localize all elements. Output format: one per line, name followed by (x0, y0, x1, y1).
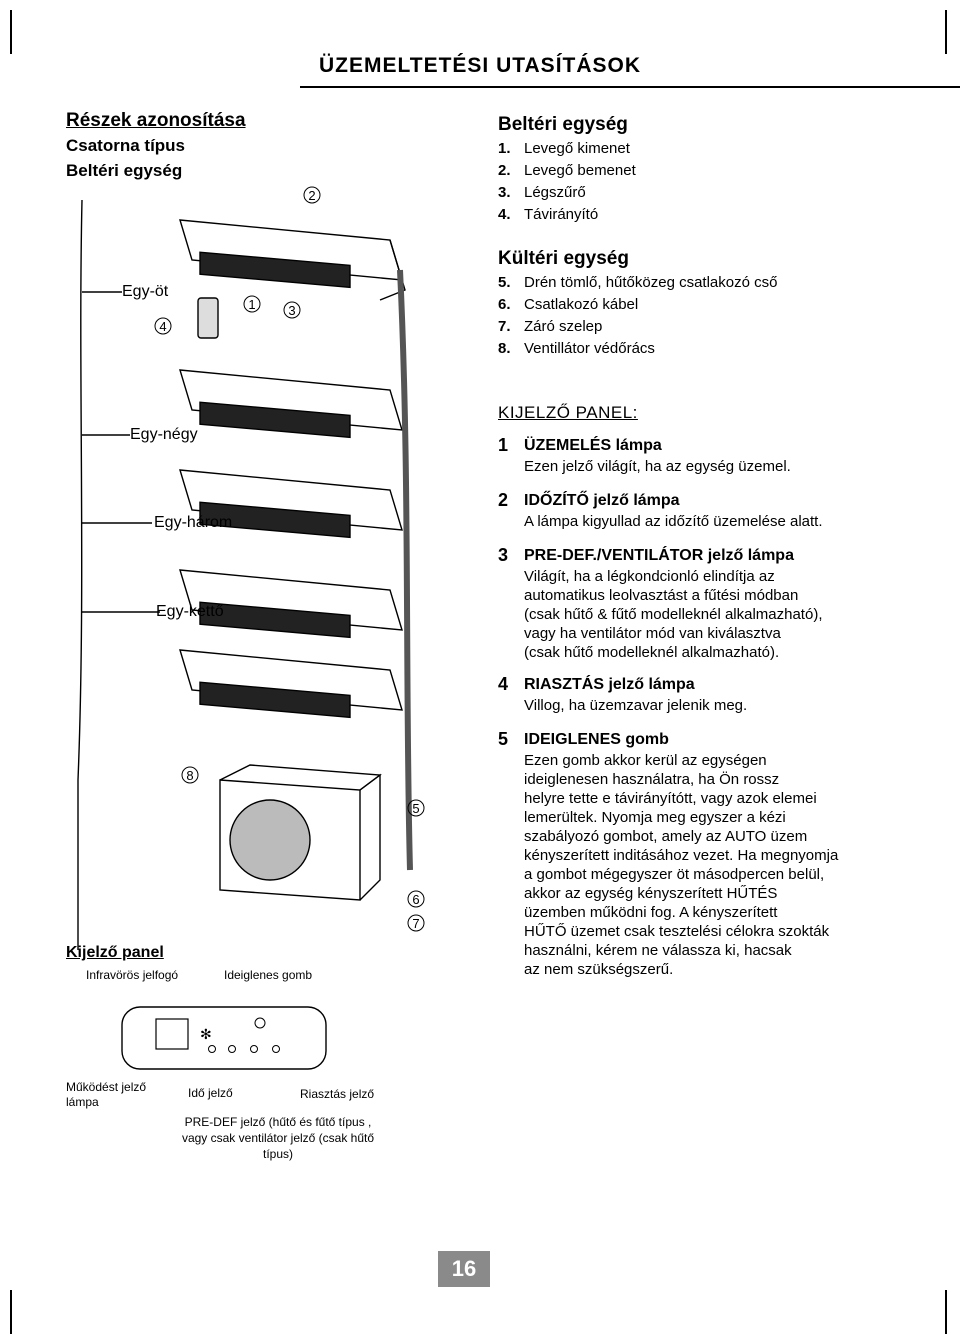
callout-6: 6 (407, 890, 425, 908)
label-egy-harom: Egy-három (154, 514, 233, 531)
callout-label: 3 (288, 303, 295, 318)
callout-label: 2 (308, 188, 315, 203)
temp-button-dot (254, 1017, 266, 1029)
section-heading: Részek azonosítása (66, 110, 246, 131)
callout-3: 3 (283, 301, 301, 319)
temp-button-label: Ideiglenes gomb (224, 968, 313, 982)
timer-label: Idő jelző (188, 1086, 233, 1100)
panel-title: KIJELZŐ PANEL: (498, 403, 638, 422)
lamp-item-2: 2 IDŐZÍTŐ jelző lámpa A lámpa kigyullad … (498, 490, 823, 530)
indoor-list: 1.Levegő kimenet 2.Levegő bemenet 3.Légs… (498, 138, 636, 226)
page-title: ÜZEMELTETÉSI UTASÍTÁSOK (318, 54, 642, 77)
crop-mark (945, 1290, 947, 1334)
list-item: 8.Ventillátor védőrács (498, 340, 655, 357)
predef-lamp-dot (250, 1045, 258, 1053)
callout-label: 5 (412, 801, 419, 816)
list-item: 3.Légszűrő (498, 184, 586, 201)
unit-diagram: 2 1 3 4 8 5 6 7 (77, 186, 425, 950)
remote-control (197, 297, 219, 339)
infrared-receiver (155, 1018, 189, 1050)
display-panel: ✻ (121, 1006, 327, 1070)
list-item: 1.Levegő kimenet (498, 140, 630, 157)
callout-4: 4 (154, 317, 172, 335)
header-rule (300, 86, 960, 88)
indoor-unit (179, 469, 403, 539)
infrared-label: Infravörös jelfogó (86, 968, 179, 982)
crop-mark (945, 10, 947, 54)
callout-label: 1 (248, 297, 255, 312)
callout-5: 5 (407, 799, 425, 817)
crop-mark (10, 10, 12, 54)
lamp-item-5: 5 IDEIGLENES gomb Ezen gomb akkor kerül … (498, 729, 839, 978)
list-item: 4.Távirányító (498, 206, 599, 223)
callout-7: 7 (407, 914, 425, 932)
section-subheading: Beltéri egység (66, 161, 183, 180)
timer-lamp-dot (228, 1045, 236, 1053)
label-egy-ketto: Egy-kettő (156, 603, 224, 620)
indoor-unit (179, 219, 406, 301)
predef-label: PRE-DEF jelző (hűtő és fűtő típus , vagy… (181, 1115, 375, 1161)
callout-1: 1 (243, 295, 261, 313)
outdoor-title: Kültéri egység (498, 248, 629, 269)
outdoor-list: 5.Drén tömlő, hűtőközeg csatlakozó cső 6… (498, 272, 777, 360)
operation-lamp-label: Működést jelző lámpa (66, 1080, 147, 1109)
alarm-lamp-dot (272, 1045, 280, 1053)
kijelzo-title: Kijelző panel (66, 944, 164, 961)
indoor-unit (179, 569, 403, 639)
indoor-unit (179, 649, 403, 719)
list-item: 2.Levegő bemenet (498, 162, 636, 179)
alarm-label: Riasztás jelző (300, 1087, 375, 1101)
page-number: 16 (438, 1251, 490, 1287)
callout-2: 2 (303, 186, 321, 204)
lamp-item-3: 3 PRE-DEF./VENTILÁTOR jelző lámpa Világí… (498, 545, 823, 661)
callout-label: 4 (159, 319, 166, 334)
section-subheading: Csatorna típus (66, 136, 186, 155)
callout-label: 6 (412, 892, 419, 907)
snowflake-icon: ✻ (200, 1027, 212, 1043)
list-item: 7.Záró szelep (498, 318, 603, 335)
indoor-title: Beltéri egység (498, 114, 628, 135)
operation-lamp-dot (208, 1045, 216, 1053)
callout-8: 8 (181, 766, 199, 784)
lamp-item-4: 4 RIASZTÁS jelző lámpa Villog, ha üzemza… (498, 674, 748, 714)
callout-label: 8 (186, 768, 193, 783)
label-egy-negy: Egy-négy (130, 426, 198, 443)
list-item: 5.Drén tömlő, hűtőközeg csatlakozó cső (498, 274, 778, 291)
outdoor-unit (219, 764, 382, 901)
crop-mark (10, 1290, 12, 1334)
lamp-item-1: 1 ÜZEMELÉS lámpa Ezen jelző világít, ha … (498, 435, 791, 475)
list-item: 6.Csatlakozó kábel (498, 296, 639, 313)
callout-label: 7 (412, 916, 419, 931)
indoor-unit (179, 369, 403, 439)
label-egy-ot: Egy-öt (122, 283, 169, 300)
